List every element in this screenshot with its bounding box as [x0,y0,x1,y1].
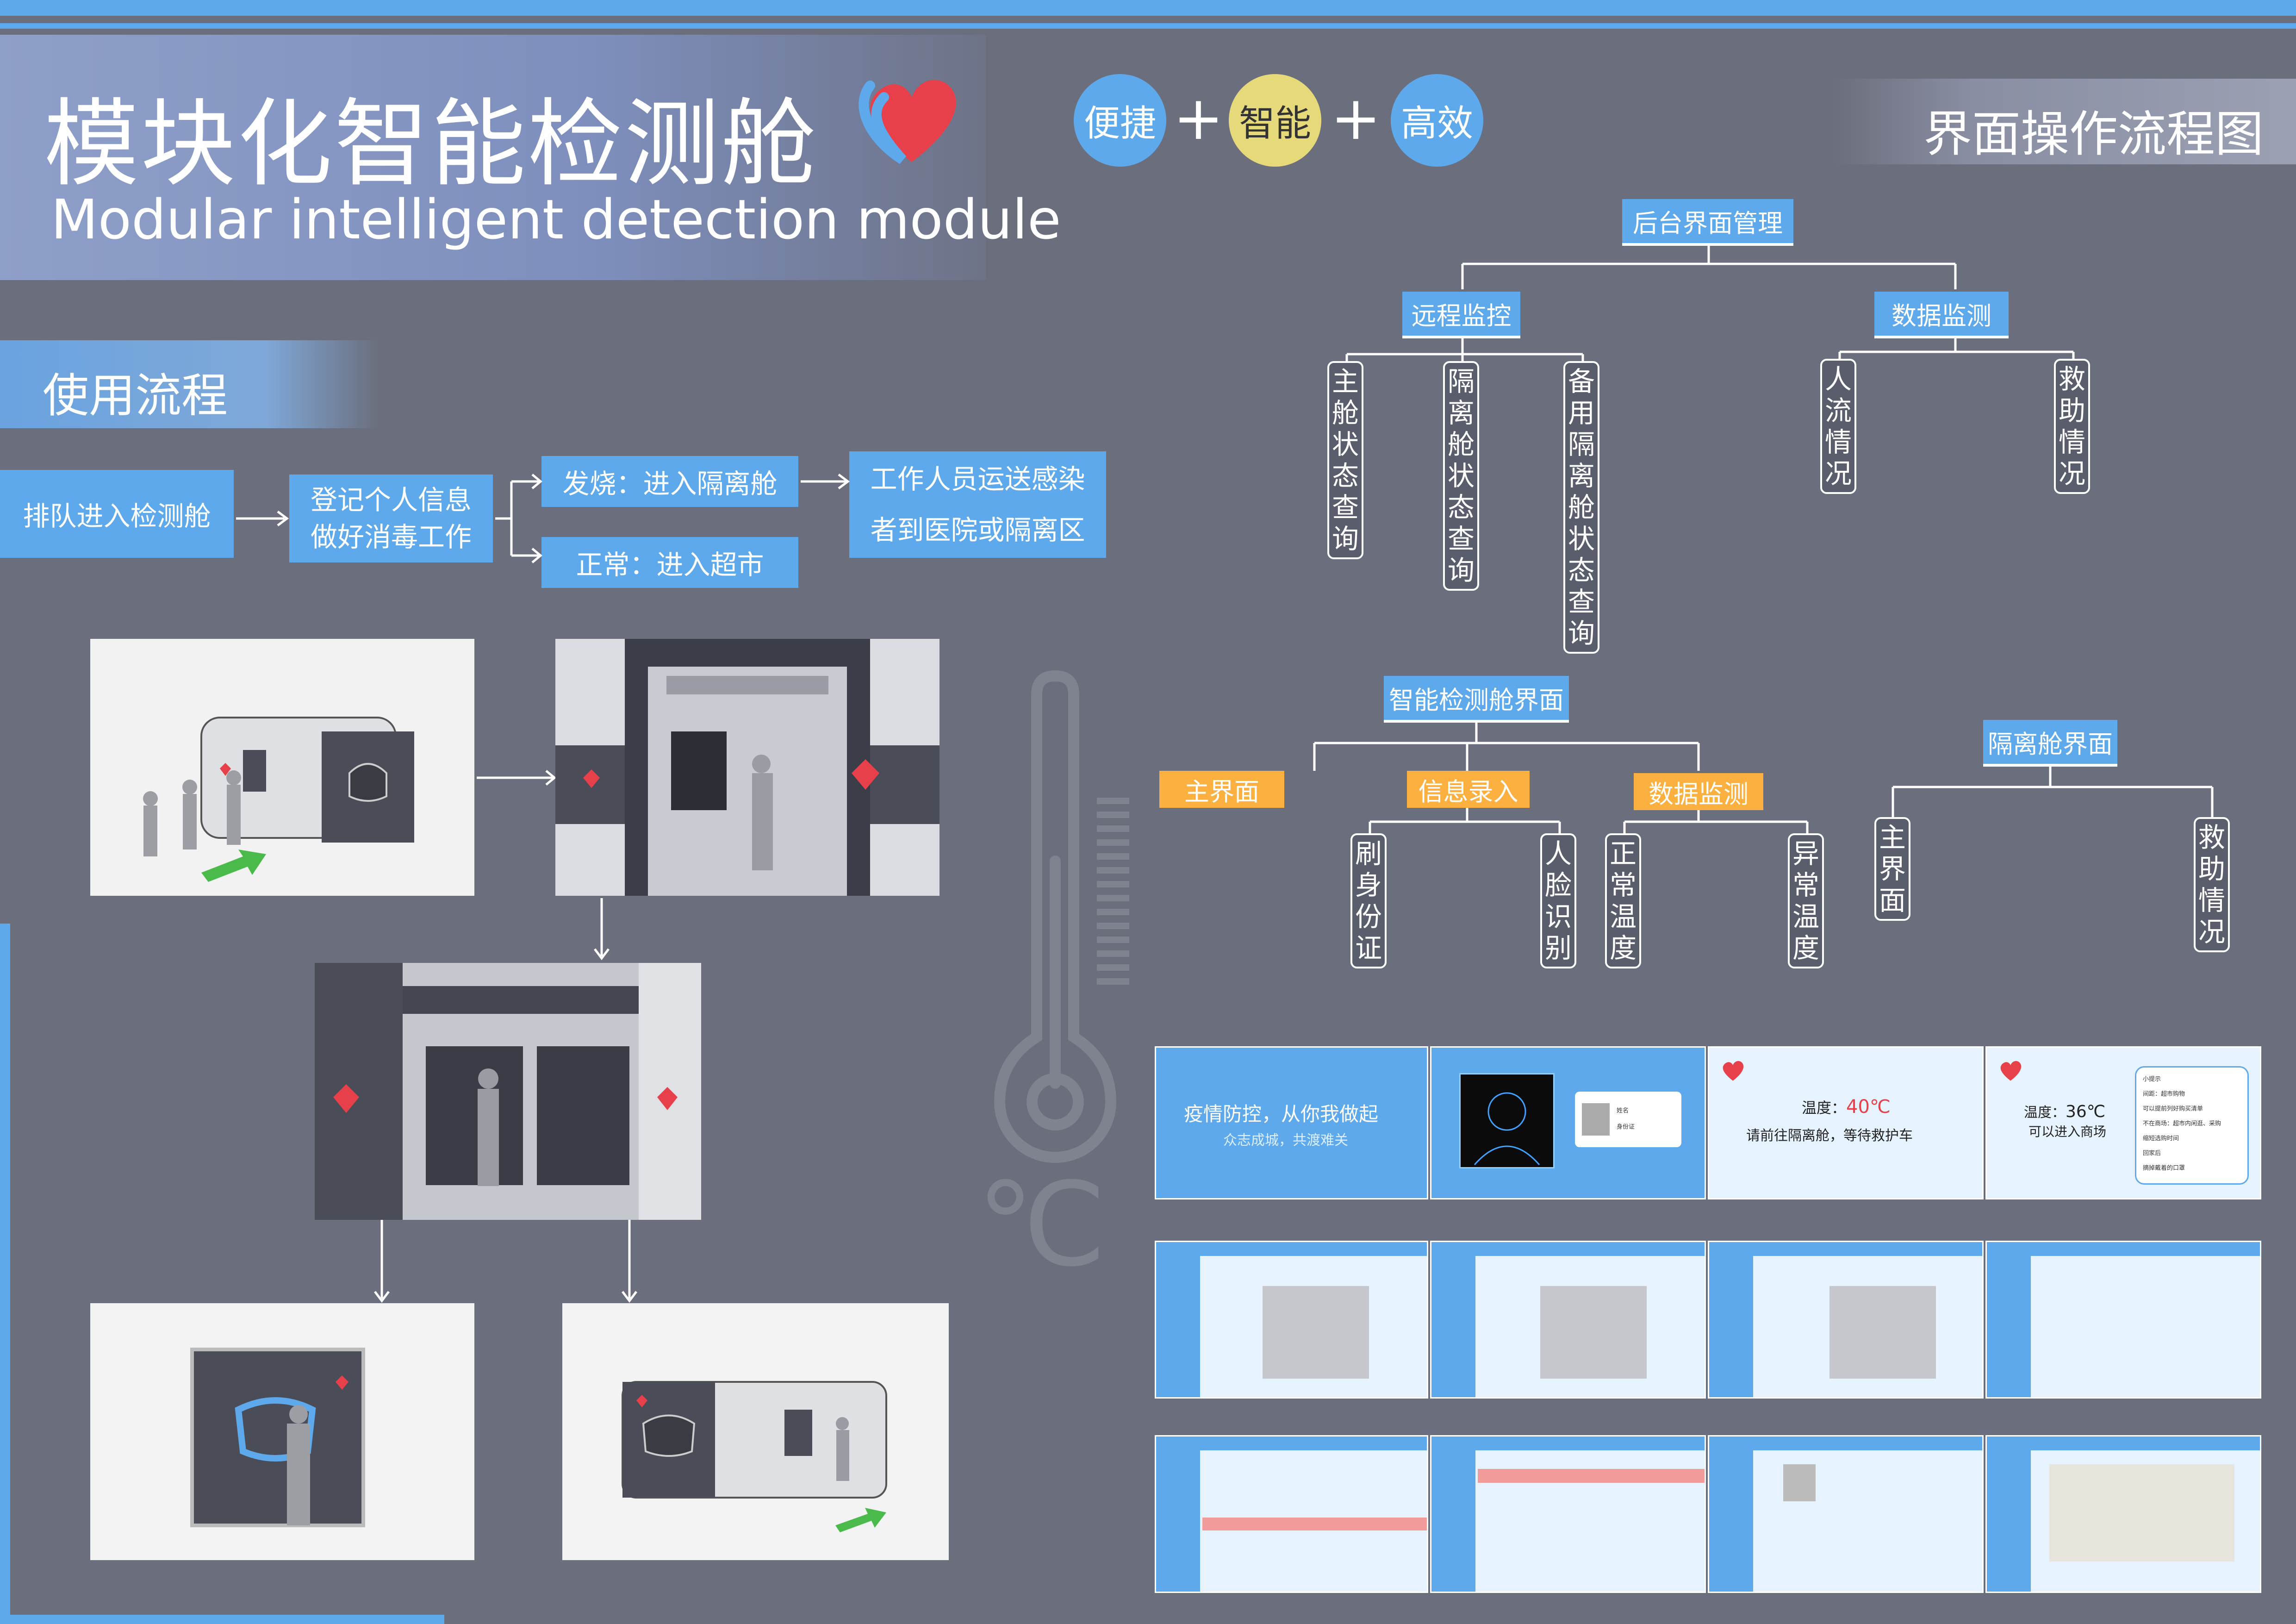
title-banner [0,35,986,280]
thermometer-icon [994,670,1129,1163]
product-photo-queue [90,639,474,896]
temp-msg-ok: 可以进入商场 [2028,1124,2107,1139]
bottom-stripe [0,1615,444,1624]
node-iso-rescue: 救助情况 [2194,817,2230,952]
screen-map [1985,1435,2261,1593]
pill-smart: 智能 [1229,74,1321,167]
face-frame [1459,1073,1555,1168]
temp-label: 温度： [2024,1105,2066,1121]
flow-step-register-line1: 登记个人信息 [310,484,472,516]
temp-value-high: 40℃ [1846,1096,1891,1118]
screen-welcome: 疫情防控，从你我做起 众志成城，共渡难关 [1155,1046,1428,1199]
heart-logo-icon [2000,1061,2022,1081]
node-normal-temp: 正常温度 [1605,833,1641,968]
flow-step-transport-line1: 工作人员运送感染 [870,463,1085,495]
welcome-line2: 众志成城，共渡难关 [1223,1132,1348,1149]
flow-step-register-line2: 做好消毒工作 [310,521,472,553]
tips-box: 小提示 间距：超市购物 可以提前列好购买清单 不在商场：超市内闲逛、采购 缩短选… [2135,1066,2249,1185]
node-id-card: 刷身份证 [1350,833,1387,968]
interface-flow-banner: 界面操作流程图 [1833,79,2296,164]
welcome-line1: 疫情防控，从你我做起 [1184,1103,1379,1125]
page-title: 模块化智能检测舱 [44,89,818,200]
flow-step-register: 登记个人信息 做好消毒工作 [289,475,493,562]
screen-dashboard-2 [1430,1241,1706,1399]
node-backend-root: 后台界面管理 [1622,199,1793,246]
node-main-ui: 主界面 [1159,771,1284,808]
node-iso-status: 隔离舱状态查询 [1443,361,1479,591]
left-edge-stripe [0,924,10,1624]
flow-step-transport-line2: 者到医院或隔离区 [870,514,1085,546]
node-main-status: 主舱状态查询 [1327,361,1363,559]
node-rescue: 救助情况 [2054,359,2090,494]
heart-logo-icon [1723,1061,1744,1081]
heart-logo-icon [859,80,956,164]
flow-step-queue: 排队进入检测舱 [0,470,234,558]
node-info-input: 信息录入 [1407,771,1530,808]
page-subtitle: Modular intelligent detection module [51,187,1061,251]
screen-dashboard-3 [1708,1241,1984,1399]
screen-dashboard-1 [1155,1241,1428,1399]
screen-people-list [1155,1435,1428,1593]
usage-section-banner: 使用流程 [0,340,380,428]
product-photo-entry [555,639,940,896]
node-people-flow: 人流情况 [1820,359,1856,494]
node-backup-status: 备用隔离舱状态查询 [1563,361,1599,654]
node-isolation-root: 隔离舱界面 [1983,720,2117,767]
id-card: 姓名 身份证 [1575,1092,1681,1147]
screen-iso-list [1430,1435,1706,1593]
temp-msg-iso: 请前往隔离舱，等待救护车 [1746,1128,1913,1144]
screen-face-id: 姓名 身份证 [1430,1046,1706,1199]
top-stripe [0,0,2296,16]
node-remote-monitor: 远程监控 [1402,292,1520,338]
temp-value-normal: 36℃ [2066,1102,2106,1121]
flow-normal: 正常：进入超市 [541,537,798,588]
node-abnormal-temp: 异常温度 [1788,833,1824,968]
node-module-data: 数据监测 [1634,773,1763,810]
temp-label: 温度： [1802,1099,1847,1117]
flow-connectors [236,474,850,1303]
node-data-monitor: 数据监测 [1874,292,2009,338]
node-module-root: 智能检测舱界面 [1384,676,1569,723]
screen-person-detail [1708,1435,1984,1593]
node-face-id: 人脸识别 [1540,833,1576,968]
node-iso-main: 主界面 [1874,817,1910,921]
flow-step-transport: 工作人员运送感染 者到医院或隔离区 [849,451,1106,558]
plus-sign: + [1331,83,1381,153]
product-photo-inside [315,963,701,1220]
pill-convenient: 便捷 [1074,74,1166,167]
screen-abnormal-temp: 温度：40℃ 请前往隔离舱，等待救护车 [1708,1046,1984,1199]
flow-fever: 发烧：进入隔离舱 [541,456,798,507]
screen-dashboard-4 [1985,1241,2261,1399]
plus-sign: + [1173,83,1224,153]
celsius-symbol: ℃ [977,1157,1107,1292]
product-photo-isolation [90,1303,474,1560]
tree-connectors [1313,241,2214,833]
product-photo-exit [562,1303,949,1560]
interface-flow-title: 界面操作流程图 [1923,106,2264,162]
pill-efficient: 高效 [1391,74,1483,167]
usage-section-title: 使用流程 [43,369,228,423]
screen-normal-temp: 温度：36℃ 可以进入商场 小提示 间距：超市购物 可以提前列好购买清单 不在商… [1985,1046,2261,1199]
top-stripe-thin [0,23,2296,29]
